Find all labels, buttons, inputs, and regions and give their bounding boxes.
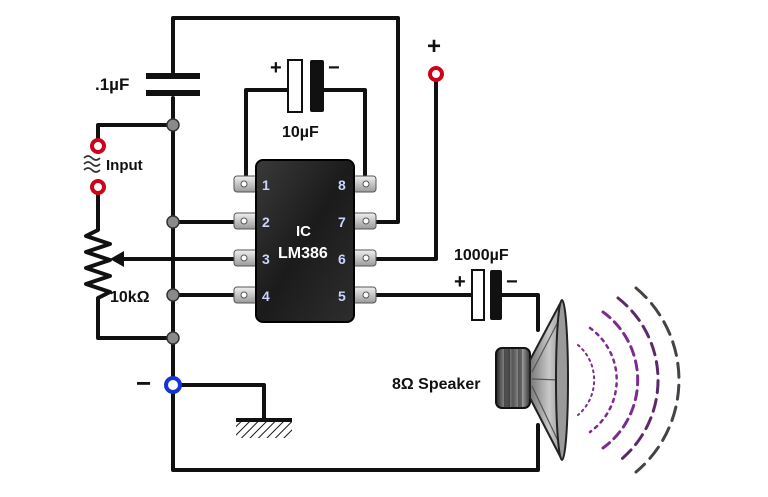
supply-negative: −	[136, 368, 182, 398]
junction-dot	[166, 288, 180, 302]
cap-feedback-plus: +	[270, 57, 282, 79]
pot-zigzag	[84, 220, 112, 302]
pin-number-8: 8	[338, 177, 346, 193]
ic-body	[255, 159, 355, 323]
wire-ground	[179, 383, 266, 420]
pin-number-4: 4	[262, 288, 270, 304]
pin-number-1: 1	[262, 177, 270, 193]
wire-speaker-return	[171, 392, 540, 472]
potentiometer: 10kΩ	[84, 220, 150, 306]
wire-input-node	[96, 123, 175, 145]
wire-pin8-feedback	[320, 88, 367, 180]
supply-negative-terminal[interactable]	[164, 376, 182, 394]
pin-number-5: 5	[338, 288, 346, 304]
supply-positive: +	[427, 33, 444, 82]
ac-signal-icon	[83, 155, 101, 173]
sound-wave-arc	[588, 326, 618, 434]
input-label: Input	[106, 157, 143, 174]
cap-output-plus: +	[454, 271, 466, 293]
sound-wave-arc	[634, 286, 681, 474]
ground-symbol	[236, 418, 292, 438]
pin-number-3: 3	[262, 251, 270, 267]
capacitor-input: .1µF	[95, 73, 200, 96]
capacitor-output: + − 1000µF	[454, 247, 518, 321]
ic-label-line2: LM386	[278, 245, 328, 262]
pin-number-6: 6	[338, 251, 346, 267]
ic-label-line1: IC	[296, 223, 311, 240]
ic-lm386: 1 2 3 4 5 6 7 8 IC LM386	[233, 159, 377, 323]
wires	[96, 16, 540, 472]
junction-dot	[166, 331, 180, 345]
input-terminals: Input	[83, 138, 143, 195]
speaker-icon: 8Ω Speaker	[392, 299, 569, 461]
junctions	[166, 118, 180, 345]
junction-dot	[166, 118, 180, 132]
supply-positive-terminal[interactable]	[428, 66, 444, 82]
ic-left-pins	[233, 175, 261, 304]
pot-label: 10kΩ	[110, 289, 150, 306]
supply-plus-label: +	[427, 33, 441, 60]
wire-pot-to-ground	[96, 298, 175, 340]
speaker-label: 8Ω Speaker	[392, 376, 480, 393]
ic-right-pins	[349, 175, 377, 304]
input-terminal-bottom[interactable]	[90, 179, 106, 195]
input-terminal-top[interactable]	[90, 138, 106, 154]
cap-feedback-label: 10µF	[282, 124, 319, 141]
pin-number-7: 7	[338, 214, 346, 230]
wire-pin6-supply	[374, 80, 438, 261]
pin-number-2: 2	[262, 214, 270, 230]
sound-wave-arc	[616, 296, 660, 464]
cap-output-label: 1000µF	[454, 247, 509, 264]
cap-output-minus: −	[506, 271, 518, 293]
wire-output-to-speaker	[494, 293, 540, 332]
supply-minus-label: −	[136, 368, 151, 398]
junction-dot	[166, 215, 180, 229]
sound-wave-arc	[577, 344, 596, 416]
sound-waves	[577, 286, 681, 474]
sound-wave-arc	[601, 310, 640, 450]
wire-pin1-feedback	[244, 88, 292, 180]
wire-top-loop	[171, 16, 400, 224]
capacitor-feedback: + − 10µF	[270, 57, 340, 141]
cap-input-label: .1µF	[95, 75, 129, 94]
pot-wiper-arrow	[110, 251, 124, 267]
cap-feedback-minus: −	[328, 57, 340, 79]
